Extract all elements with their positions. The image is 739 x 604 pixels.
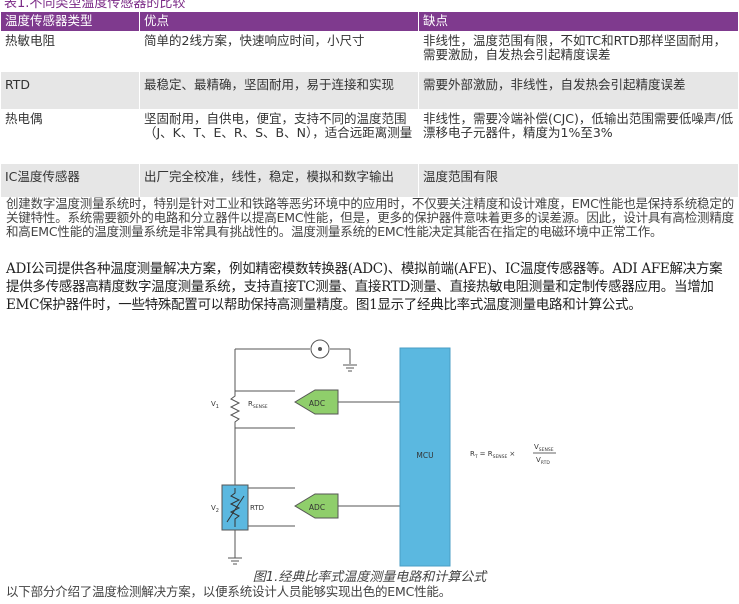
cell-pros: 简单的2线方案，快速响应时间，小尺寸 (139, 31, 419, 72)
adc-1-block (294, 389, 339, 415)
ratiometric-formula: RT= RSENSE× VSENSE VRTD (470, 443, 556, 466)
rtd-arrow-icon (226, 495, 245, 523)
formula-numerator: VSENSE (534, 443, 554, 453)
cell-type: RTD (0, 71, 140, 110)
v1-label: V1 (211, 400, 219, 410)
sensor-comparison-table: 温度传感器类型 优点 缺点 热敏电阻 简单的2线方案，快速响应时间，小尺寸 非线… (0, 11, 739, 198)
cell-type: 热敏电阻 (0, 31, 140, 72)
circuit-wires (234, 348, 400, 558)
adc-2-label: ADC (309, 503, 325, 512)
header-pros: 优点 (139, 11, 419, 32)
header-cons: 缺点 (418, 11, 739, 32)
cell-cons: 需要外部激励，非线性，自发热会引起精度误差 (418, 71, 739, 110)
adc-1-label: ADC (309, 399, 325, 408)
v2-label: V2 (211, 504, 219, 514)
paragraph-adi-solutions: ADI公司提供各种温度测量解决方案，例如精密模数转换器(ADC)、模拟前端(AF… (6, 261, 723, 313)
rtd-resistor-icon (229, 488, 241, 527)
table-header-row: 温度传感器类型 优点 缺点 (0, 11, 739, 32)
current-source-dot-icon (318, 347, 322, 351)
formula-denominator: VRTD (536, 456, 550, 466)
table-row: RTD 最稳定、最精确，坚固耐用，易于连接和实现 需要外部激励，非线性，自发热会… (0, 71, 739, 110)
cell-type: IC温度传感器 (0, 163, 140, 198)
mcu-block (399, 347, 451, 567)
ground-bottom-icon (228, 557, 242, 565)
cell-type: 热电偶 (0, 109, 140, 164)
cell-cons: 温度范围有限 (418, 163, 739, 198)
paragraph-section-intro: 以下部分介绍了温度检测解决方案，以便系统设计人员能够实现出色的EMC性能。 (6, 584, 452, 599)
cell-cons: 非线性，需要冷端补偿(CJC)，低输出范围需要低噪声/低漂移电子元器件，精度为1… (418, 109, 739, 164)
table-row: IC温度传感器 出厂完全校准，线性，稳定，模拟和数字输出 温度范围有限 (0, 163, 739, 198)
cell-pros: 坚固耐用，自供电，便宜，支持不同的温度范围（J、K、T、E、R、S、B、N），适… (139, 109, 419, 164)
cell-pros: 出厂完全校准，线性，稳定，模拟和数字输出 (139, 163, 419, 198)
rsense-label: RSENSE (248, 400, 268, 410)
table-row: 热电偶 坚固耐用，自供电，便宜，支持不同的温度范围（J、K、T、E、R、S、B、… (0, 109, 739, 164)
header-type: 温度传感器类型 (0, 11, 140, 32)
rsense-resistor-icon (229, 390, 241, 430)
ratiometric-circuit-diagram: ADC ADC MCU V1 V2 RSENSE RTD RT= RSENSE×… (211, 339, 556, 567)
adc-2-block (294, 493, 339, 519)
cell-cons: 非线性，温度范围有限，不如TC和RTD那样坚固耐用，需要激励，自发热会引起精度误… (418, 31, 739, 72)
mcu-label: MCU (416, 451, 433, 460)
formula-lhs: RT= RSENSE× (470, 450, 515, 460)
table-caption: 表1.不同类型温度传感器的比较 (4, 0, 186, 11)
figure-caption: 图1.经典比率式温度测量电路和计算公式 (252, 570, 487, 585)
rtd-label: RTD (250, 504, 264, 512)
ground-top-icon (343, 364, 357, 372)
table-row: 热敏电阻 简单的2线方案，快速响应时间，小尺寸 非线性，温度范围有限，不如TC和… (0, 31, 739, 72)
cell-pros: 最稳定、最精确，坚固耐用，易于连接和实现 (139, 71, 419, 110)
paragraph-emc-intro: 创建数字温度测量系统时，特别是针对工业和铁路等恶劣环境中的应用时，不仅要关注精度… (6, 196, 734, 239)
